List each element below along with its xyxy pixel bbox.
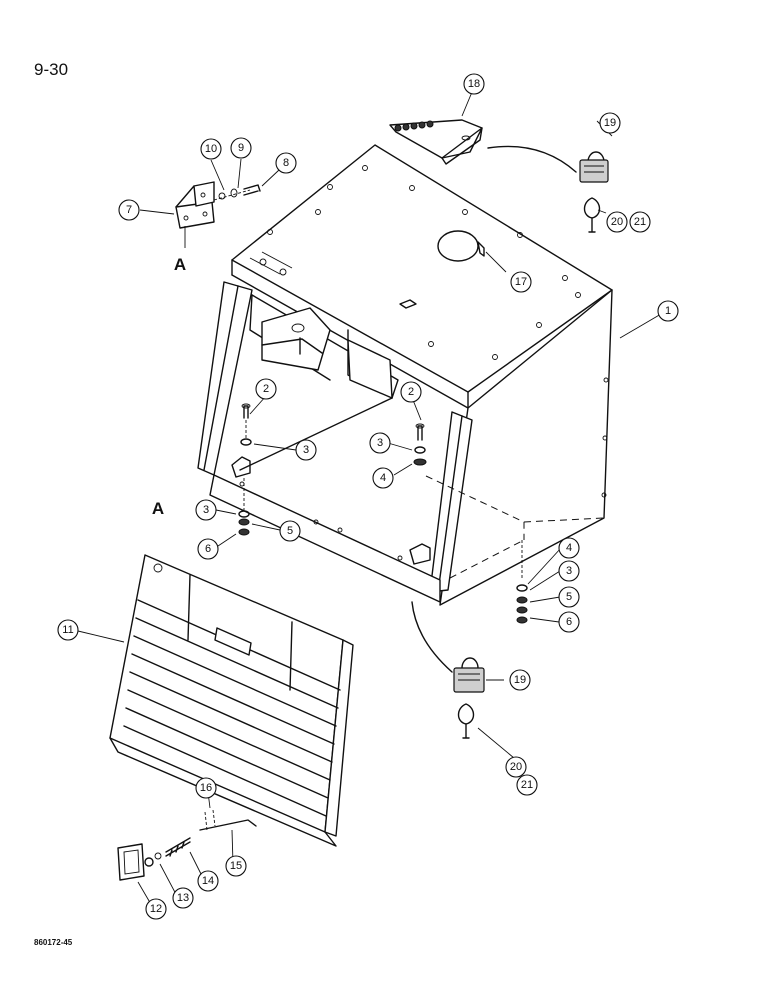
callout-18: 18 [463,73,485,95]
housing-right-panel [439,289,613,606]
padlock-upper [579,151,609,233]
callout-5: 5 [279,520,301,542]
svg-text:20: 20 [611,216,623,228]
view-ref-grille: A [152,499,164,518]
svg-text:1: 1 [665,305,671,317]
bracket-a [175,181,261,248]
callout-15: 15 [225,855,247,877]
svg-text:17: 17 [515,276,527,288]
svg-text:7: 7 [126,204,132,216]
figure-code: 860172-45 [34,938,73,947]
callout-12: 12 [145,898,167,920]
callout-4: 4 [558,537,580,559]
hardware-stack-right [516,540,528,624]
callout-2: 2 [400,381,422,403]
callout-6: 6 [197,538,219,560]
callout-19: 19 [509,669,531,691]
grille-door [109,554,354,847]
hardware-stack-left [238,403,252,536]
housing-left-post [197,281,253,476]
callout-3: 3 [195,499,217,521]
callout-4: 4 [372,467,394,489]
callout-3: 3 [558,560,580,582]
svg-text:14: 14 [202,875,214,887]
svg-text:6: 6 [566,616,572,628]
callout-11: 11 [57,619,79,641]
arrow-housing-to-lock [411,601,453,673]
housing-enclosure [197,144,613,606]
callout-1: 1 [657,300,679,322]
svg-text:8: 8 [283,157,289,169]
housing-right-post [429,411,473,593]
callout-5: 5 [558,586,580,608]
housing-bottom-rail [209,474,441,603]
padlock-lower [453,657,485,739]
callout-3: 3 [295,439,317,461]
svg-text:21: 21 [521,779,533,791]
svg-text:13: 13 [177,892,189,904]
callout-6: 6 [558,611,580,633]
hardware-stack-center [413,423,427,466]
svg-text:11: 11 [62,624,73,636]
callout-9: 9 [230,137,252,159]
view-ref-top: A [174,255,186,274]
callout-10: 10 [200,138,222,160]
svg-text:5: 5 [566,591,572,603]
svg-text:4: 4 [380,472,386,484]
svg-text:2: 2 [263,383,269,395]
leader-lines [77,91,662,907]
callout-16: 16 [195,777,217,799]
svg-text:20: 20 [510,761,522,773]
callout-17: 17 [510,271,532,293]
callout-21: 21 [516,774,538,796]
svg-text:4: 4 [566,542,572,554]
callout-19: 19 [599,112,621,134]
callout-21: 21 [629,211,651,233]
svg-text:6: 6 [205,543,211,555]
svg-text:12: 12 [150,903,162,915]
svg-text:16: 16 [200,782,212,794]
svg-text:3: 3 [377,437,383,449]
callout-7: 7 [118,199,140,221]
svg-text:3: 3 [303,444,309,456]
svg-text:21: 21 [634,216,646,228]
callouts: 1 2 2 3 3 3 3 4 4 5 5 6 6 7 8 9 10 11 12… [57,73,679,920]
hinge-part [389,119,483,165]
latch-assembly [117,809,257,881]
callout-8: 8 [275,152,297,174]
svg-text:3: 3 [203,504,209,516]
svg-text:18: 18 [468,78,480,90]
svg-text:19: 19 [604,117,616,129]
callout-20: 20 [505,756,527,778]
svg-text:5: 5 [287,525,293,537]
svg-text:9: 9 [238,142,244,154]
svg-text:15: 15 [230,860,242,872]
callout-20: 20 [606,211,628,233]
callout-13: 13 [172,887,194,909]
svg-text:3: 3 [566,565,572,577]
svg-text:19: 19 [514,674,526,686]
page-number: 9-30 [34,60,69,79]
svg-text:2: 2 [408,386,414,398]
svg-text:10: 10 [205,143,217,155]
callout-2: 2 [255,378,277,400]
callout-14: 14 [197,870,219,892]
callout-3: 3 [369,432,391,454]
grille-frame [109,554,344,833]
arrow-hinge-to-lock [487,145,577,173]
